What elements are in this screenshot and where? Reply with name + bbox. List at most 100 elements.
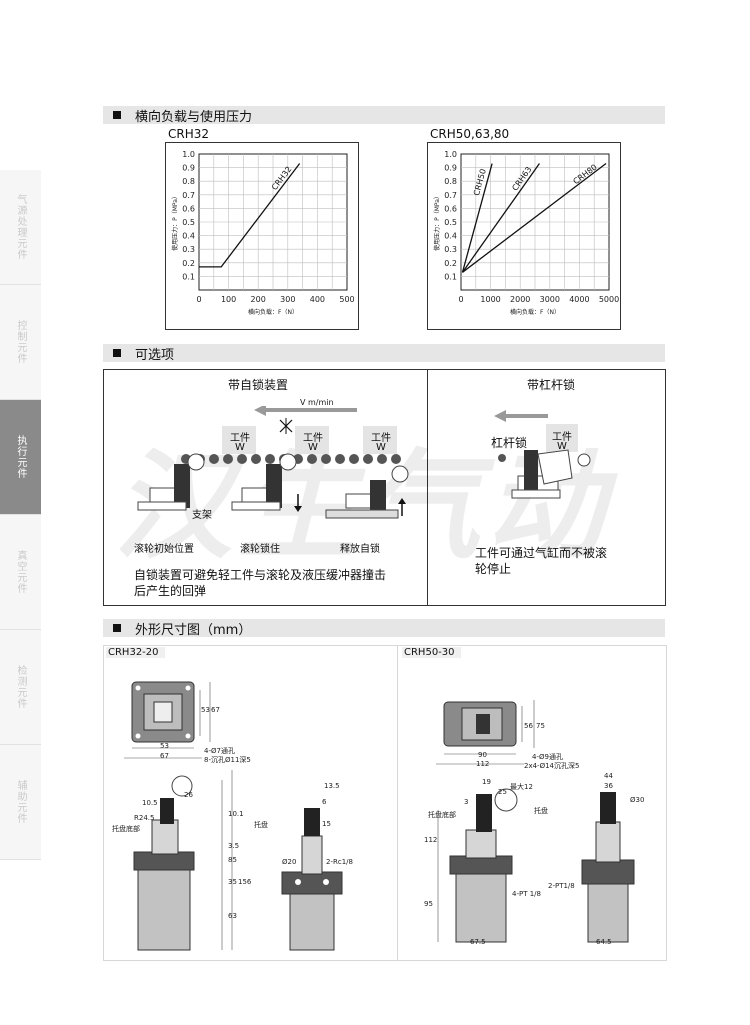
port-label: 2-Rc1/8 bbox=[326, 858, 353, 866]
y-tick-label: 0.8 bbox=[444, 177, 457, 186]
workpiece-box bbox=[546, 424, 578, 452]
x-tick-label: 0 bbox=[196, 295, 201, 304]
dim-base-right: 64.5 bbox=[596, 938, 612, 946]
y-tick-label: 0.5 bbox=[182, 218, 195, 227]
x-tick-label: 200 bbox=[251, 295, 266, 304]
sidebar-tab-actuator[interactable]: 执行元件 bbox=[0, 400, 41, 515]
top-view bbox=[436, 700, 535, 765]
workpiece-label: 工件 bbox=[371, 433, 391, 444]
stopper-cylinder bbox=[231, 453, 302, 512]
dim-d1: 19 bbox=[482, 778, 491, 786]
series-line bbox=[461, 163, 493, 273]
section-bullet-icon bbox=[113, 624, 121, 632]
speed-label: V m/min bbox=[300, 398, 334, 407]
self-lock-illustration bbox=[137, 406, 409, 519]
workpiece-box bbox=[363, 426, 397, 454]
chart-title-crh32: CRH32 bbox=[168, 127, 210, 141]
x-tick-label: 2000 bbox=[510, 295, 530, 304]
dim-t3: 20 bbox=[604, 792, 613, 800]
left-arrow-icon bbox=[254, 406, 357, 416]
dim-diameter: Ø30 bbox=[630, 796, 645, 804]
dim-v4: 35 bbox=[228, 878, 237, 886]
dim-t1: 13.5 bbox=[324, 782, 340, 790]
y-tick-label: 0.6 bbox=[444, 204, 457, 213]
workpiece-box bbox=[295, 426, 329, 454]
y-tick-label: 0.1 bbox=[182, 272, 195, 281]
sidebar-tab-auxiliary[interactable]: 辅助元件 bbox=[0, 745, 41, 860]
tray-label: 托盘 bbox=[254, 821, 268, 829]
y-tick-label: 0.1 bbox=[444, 272, 457, 281]
sidebar-tab-label: 检测元件 bbox=[15, 665, 26, 709]
option-title-self-lock: 带自锁装置 bbox=[228, 378, 289, 392]
sidebar-tab-vacuum[interactable]: 真空元件 bbox=[0, 515, 41, 630]
x-tick-label: 100 bbox=[221, 295, 236, 304]
port-label: 2-PT1/8 bbox=[548, 882, 575, 890]
dim-v3: 85 bbox=[228, 856, 237, 864]
dim-v2: 3.5 bbox=[228, 842, 240, 850]
y-tick-label: 0.7 bbox=[182, 191, 195, 200]
dim-v1: 112 bbox=[424, 836, 438, 844]
dim-height-outer: 75 bbox=[536, 722, 545, 730]
dim-diameter: Ø20 bbox=[282, 858, 297, 866]
workpiece-label: 工件 bbox=[230, 433, 250, 444]
chart-title-crh50: CRH50,63,80 bbox=[430, 127, 510, 141]
model-label: CRH32-20 bbox=[106, 647, 165, 658]
drawing-crh50-30 bbox=[436, 700, 635, 943]
lever-lock-description-line1: 工件可通过气缸而不被滚 bbox=[475, 546, 608, 560]
workpiece-weight: W bbox=[376, 442, 386, 453]
drawing-crh32-20 bbox=[124, 681, 343, 951]
stopper-cylinder bbox=[511, 449, 573, 499]
y-tick-label: 0.2 bbox=[444, 259, 457, 268]
workpiece-label: 工件 bbox=[303, 433, 323, 444]
position-label-release: 释放自锁 bbox=[340, 544, 380, 555]
left-arrow-icon bbox=[494, 410, 548, 422]
dimension-panel-crh50-30: CRH50-30 90 112 56 75 4-Ø9通孔 2x4- bbox=[397, 645, 667, 961]
y-tick-label: 0.6 bbox=[182, 204, 195, 213]
dim-width-inner: 90 bbox=[478, 751, 487, 759]
series-line bbox=[461, 163, 540, 273]
dim-holes-through: 4-Ø7通孔 bbox=[204, 747, 235, 755]
dim-v1: 10.1 bbox=[228, 810, 244, 818]
dim-holes-through: 4-Ø9通孔 bbox=[532, 753, 563, 761]
lever-lock-description-line2: 轮停止 bbox=[475, 562, 512, 576]
workpiece-weight: W bbox=[235, 442, 245, 453]
x-tick-label: 4000 bbox=[569, 295, 589, 304]
x-axis-label: 横向负载：F（N） bbox=[510, 308, 560, 316]
dim-height-outer: 67 bbox=[211, 706, 220, 714]
y-tick-label: 0.9 bbox=[182, 164, 195, 173]
dim-width-inner: 53 bbox=[160, 742, 169, 750]
y-tick-label: 0.4 bbox=[182, 232, 195, 241]
dim-d3: 3 bbox=[464, 798, 469, 806]
x-tick-label: 0 bbox=[458, 295, 463, 304]
x-tick-label: 5000 bbox=[599, 295, 619, 304]
x-tick-label: 400 bbox=[310, 295, 325, 304]
side-view bbox=[133, 770, 233, 951]
section-bullet-icon bbox=[113, 349, 121, 357]
stopper-cylinder bbox=[137, 453, 205, 511]
front-view bbox=[581, 792, 635, 943]
lever-lock-illustration bbox=[494, 410, 591, 499]
lever-lock-label: 杠杆锁 bbox=[491, 436, 528, 450]
x-tick-label: 300 bbox=[280, 295, 295, 304]
dim-max-stroke: 最大12 bbox=[510, 783, 533, 791]
series-line bbox=[462, 163, 607, 273]
sidebar-tab-control[interactable]: 控制元件 bbox=[0, 285, 41, 400]
dim-d1: 10.5 bbox=[142, 799, 158, 807]
blocked-marker-icon bbox=[279, 418, 293, 434]
top-view bbox=[124, 681, 211, 759]
dim-t2: 36 bbox=[604, 782, 613, 790]
section-header-options: 可选项 bbox=[103, 344, 665, 363]
workpiece-box bbox=[222, 426, 256, 454]
dim-t1: 44 bbox=[604, 772, 613, 780]
sidebar-tab-air-treatment[interactable]: 气源处理元件 bbox=[0, 170, 41, 285]
position-label-locked: 滚轮锁住 bbox=[240, 544, 280, 555]
tray-bottom-label: 托盘底部 bbox=[428, 811, 456, 819]
section-title: 可选项 bbox=[135, 347, 175, 363]
x-tick-label: 1000 bbox=[480, 295, 500, 304]
roller bbox=[498, 454, 506, 462]
dim-width-outer: 67 bbox=[160, 752, 169, 760]
sidebar-tab-detection[interactable]: 检测元件 bbox=[0, 630, 41, 745]
sidebar-tab-label: 辅助元件 bbox=[15, 780, 26, 824]
dim-t3: 15 bbox=[322, 820, 331, 828]
